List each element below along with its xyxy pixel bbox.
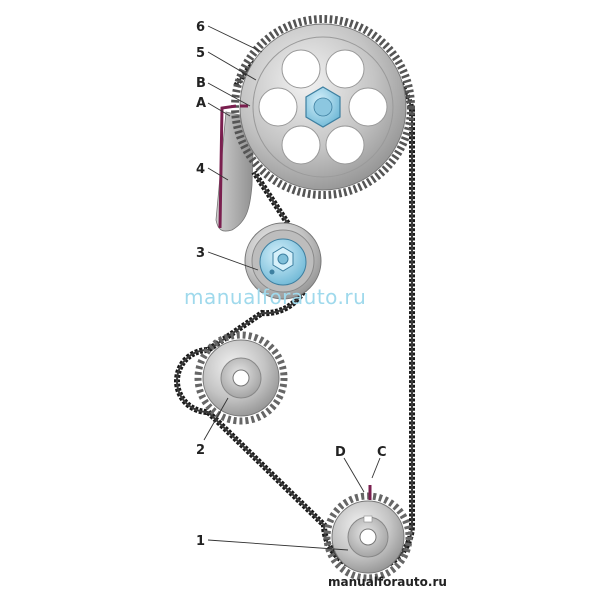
watermark: manualforauto.ru bbox=[184, 285, 366, 309]
intermediate-shaft-pulley bbox=[194, 331, 288, 425]
pulley-hole bbox=[281, 49, 321, 89]
camshaft-pulley bbox=[231, 15, 415, 199]
callout-B: B bbox=[196, 76, 206, 91]
tensioner-pulley bbox=[244, 222, 322, 300]
callout-D: D bbox=[335, 445, 346, 460]
timing-mark-bracket bbox=[218, 104, 237, 229]
callout-3: 3 bbox=[196, 246, 205, 261]
pulley-hole bbox=[348, 87, 388, 127]
callout-A: A bbox=[196, 96, 206, 111]
pulley-hole bbox=[325, 49, 365, 89]
callout-6: 6 bbox=[196, 20, 205, 35]
callout-5: 5 bbox=[196, 46, 205, 61]
footer-watermark: manualforauto.ru bbox=[328, 575, 447, 589]
pulley-hole bbox=[325, 125, 365, 165]
pulley-hole bbox=[281, 125, 321, 165]
callout-4: 4 bbox=[196, 162, 205, 177]
crankshaft-pulley bbox=[323, 492, 413, 582]
leader-lines bbox=[203, 25, 381, 551]
callout-C: C bbox=[377, 445, 387, 460]
pulley-hole bbox=[258, 87, 298, 127]
callout-1: 1 bbox=[196, 534, 205, 549]
callout-2: 2 bbox=[196, 443, 205, 458]
